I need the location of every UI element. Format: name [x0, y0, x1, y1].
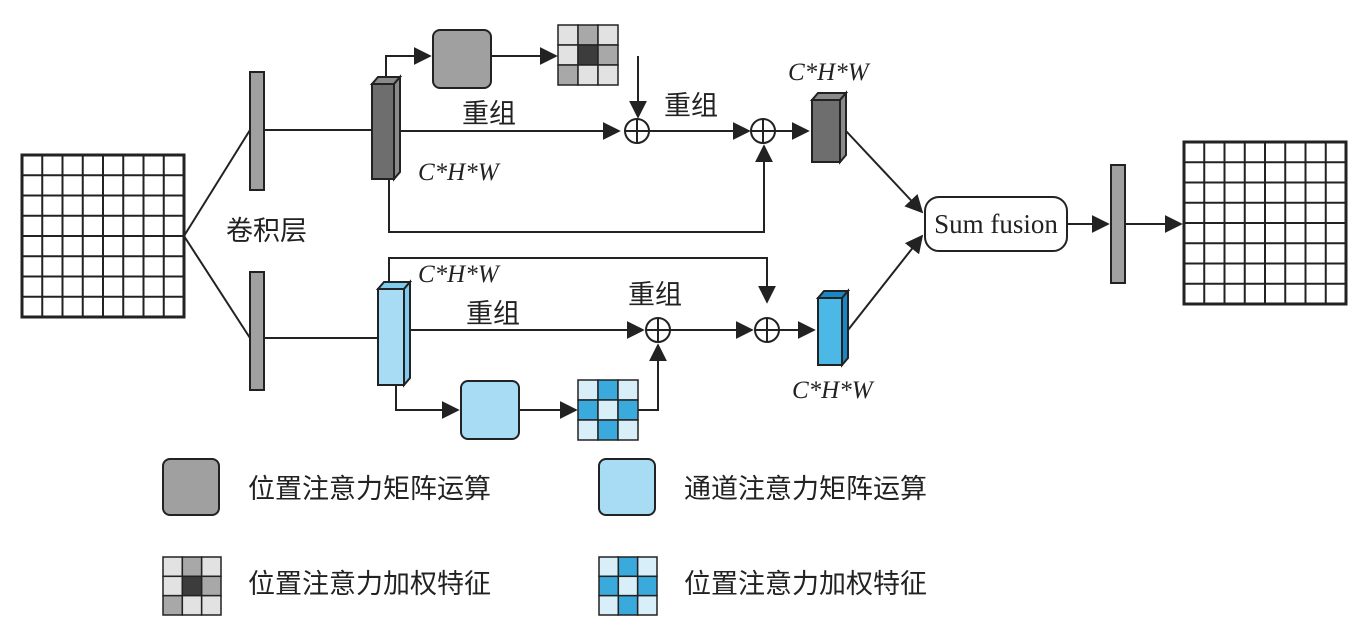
legend-swatch-position-matrix [162, 458, 220, 516]
add-node-top-1 [624, 118, 650, 144]
legend: 位置注意力矩阵运算 通道注意力矩阵运算 位置注意力加权特征 位置注意力加权特征 [162, 458, 927, 616]
conv-layer-top [249, 71, 265, 191]
add-node-bottom-1 [645, 317, 671, 343]
to-channel-matrix-arrow [395, 385, 460, 419]
bottom-to-fusion-arrow [847, 234, 924, 331]
channel-attention-matrix-op [460, 380, 520, 440]
legend-label-position-weighted: 位置注意力加权特征 [248, 569, 491, 600]
legend-label-position-matrix: 位置注意力矩阵运算 [248, 474, 491, 505]
channel-weighted-feature [577, 379, 639, 441]
to-position-matrix-arrow [385, 47, 432, 77]
legend-label-channel-matrix: 通道注意力矩阵运算 [684, 474, 927, 505]
regroup-label-top-2: 重组 [664, 91, 718, 122]
input-feature-grid [20, 153, 186, 319]
conv-layer-label: 卷积层 [226, 216, 307, 247]
regroup-label-bottom-2: 重组 [628, 280, 682, 311]
add-node-bottom-2 [754, 317, 780, 343]
legend-swatch-position-weighted [162, 556, 222, 616]
legend-swatch-channel-matrix [598, 458, 656, 516]
top-to-fusion-arrow [845, 130, 924, 214]
position-weighted-feature [557, 24, 619, 86]
conv-layer-output [1110, 164, 1126, 284]
input-to-conv-top-line [183, 129, 251, 237]
regroup-label-top-1: 重组 [462, 99, 516, 130]
dims-label-top-right: C*H*W [788, 59, 871, 86]
dims-label-bottom-right: C*H*W [792, 377, 875, 404]
output-block-gray [809, 90, 849, 165]
dims-label-bottom-left: C*H*W [418, 261, 501, 288]
skip-connection-bottom [388, 257, 776, 304]
channel-weighted-to-add-arrow [638, 343, 667, 411]
legend-swatch-channel-weighted [598, 556, 658, 616]
input-to-conv-bottom-line [183, 235, 251, 339]
dims-label-top-left: C*H*W [418, 159, 501, 186]
regroup-label-bottom-1: 重组 [466, 299, 520, 330]
conv-layer-bottom [249, 271, 265, 391]
feature-block-blue [375, 279, 413, 388]
position-attention-matrix-op [432, 29, 492, 89]
add-node-top-2 [750, 118, 776, 144]
skip-connection-top [388, 144, 773, 233]
sum-fusion-label: Sum fusion [934, 209, 1058, 239]
output-block-blue [815, 288, 851, 368]
legend-label-channel-weighted: 位置注意力加权特征 [684, 569, 927, 600]
output-feature-grid [1182, 140, 1348, 306]
feature-block-gray [369, 74, 403, 182]
